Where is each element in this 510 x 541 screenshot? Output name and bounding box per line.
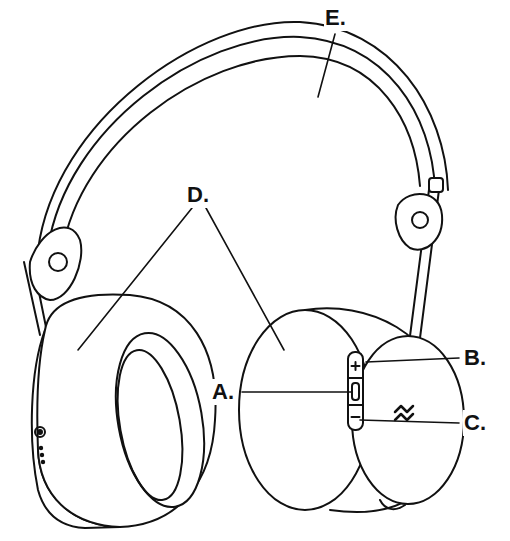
leader-line: [366, 358, 459, 362]
led-dot: [42, 461, 44, 463]
left-cushion-inner: [107, 345, 192, 505]
led-dot: [41, 454, 43, 456]
left-cushion-opening: [103, 326, 216, 514]
left-yoke: [30, 227, 82, 300]
leader-line: [78, 208, 192, 350]
power-button: [38, 430, 42, 434]
button-divider: [349, 404, 362, 406]
minus-mark: [352, 416, 360, 418]
callout-letter: C.: [463, 410, 487, 436]
led-dot: [40, 447, 42, 449]
callout-letter: A.: [211, 379, 235, 405]
headband-outer: [38, 22, 448, 250]
play-button: [352, 383, 359, 400]
leader-line: [206, 208, 284, 350]
button-divider: [349, 377, 362, 379]
callout-letter: D.: [186, 182, 210, 208]
slider-cap: [429, 178, 443, 192]
right-cup-face: [352, 336, 464, 504]
power-button: [35, 427, 45, 437]
right-yoke: [396, 194, 442, 250]
plus-mark: [352, 365, 360, 367]
headband-middle: [48, 37, 435, 248]
leader-line: [318, 34, 335, 97]
leader-line: [360, 420, 459, 423]
logo: [395, 406, 413, 420]
leader-line: [242, 391, 352, 393]
right-cushion: [239, 310, 371, 510]
control-buttons: [348, 352, 363, 430]
callout-letter: B.: [463, 345, 487, 371]
right-hinge: [412, 212, 428, 228]
callout-letter: E.: [324, 5, 347, 31]
headband-inner: [62, 56, 420, 252]
left-hinge: [49, 253, 67, 271]
cup-port: [380, 500, 405, 509]
